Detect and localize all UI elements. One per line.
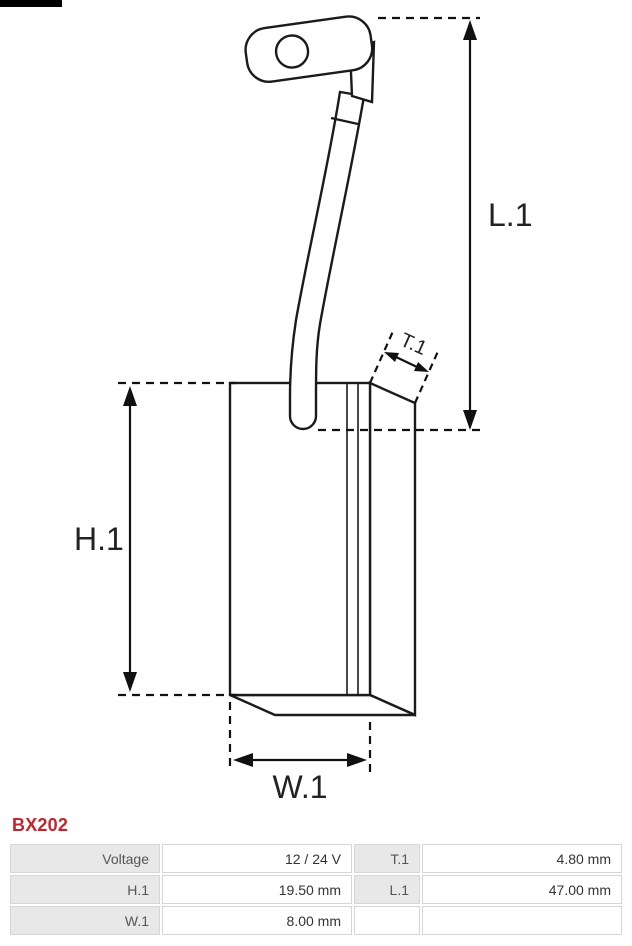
table-row: H.1 19.50 mm L.1 47.00 mm [10, 875, 622, 904]
dimension-lines [118, 16, 480, 772]
part-number: BX202 [12, 815, 69, 835]
spec-label-l1: L.1 [354, 875, 420, 904]
lead-wire [288, 90, 366, 431]
spec-table: Voltage 12 / 24 V T.1 4.80 mm H.1 19.50 … [8, 842, 624, 937]
dimension-h1-label: H.1 [74, 521, 124, 557]
dimension-w1-label: W.1 [272, 769, 327, 805]
spec-value-l1: 47.00 mm [422, 875, 622, 904]
brush-body [228, 381, 417, 717]
terminal-lug [244, 15, 374, 84]
spec-value-h1: 19.50 mm [162, 875, 352, 904]
dimension-l1-label: L.1 [488, 197, 532, 233]
cropped-logo-strip [0, 0, 62, 7]
brush-body-right-face [368, 381, 417, 717]
arrowhead-w1-left [233, 753, 253, 767]
spec-label-w1: W.1 [10, 906, 160, 935]
spec-value-t1: 4.80 mm [422, 844, 622, 873]
arrowhead-w1-right [347, 753, 367, 767]
arrowhead-l1-top [463, 20, 477, 40]
spec-label-voltage: Voltage [10, 844, 160, 873]
arrowhead-t1-right [414, 362, 429, 372]
table-row: Voltage 12 / 24 V T.1 4.80 mm [10, 844, 622, 873]
spec-value-empty [422, 906, 622, 935]
arrowhead-l1-bottom [463, 410, 477, 430]
dimension-t1-label: T.1 [397, 329, 430, 360]
guide-line-depth-back [413, 348, 441, 404]
arrowhead-h1-top [123, 386, 137, 406]
dimension-t1-line [395, 356, 418, 368]
technical-drawing: L.1 H.1 W.1 T.1 [74, 15, 532, 805]
arrowhead-t1-left [384, 352, 399, 362]
spec-label-h1: H.1 [10, 875, 160, 904]
dimension-labels: L.1 H.1 W.1 T.1 [74, 197, 532, 805]
guide-line-depth-front [368, 328, 396, 384]
spec-label-empty [354, 906, 420, 935]
arrowhead-h1-bottom [123, 672, 137, 692]
spec-value-voltage: 12 / 24 V [162, 844, 352, 873]
table-row: W.1 8.00 mm [10, 906, 622, 935]
spec-value-w1: 8.00 mm [162, 906, 352, 935]
terminal-hole [274, 34, 310, 69]
spec-label-t1: T.1 [354, 844, 420, 873]
lead-wire-outline [288, 90, 366, 431]
dimension-arrowheads [123, 20, 477, 767]
wire-crimp-tick [330, 116, 359, 126]
